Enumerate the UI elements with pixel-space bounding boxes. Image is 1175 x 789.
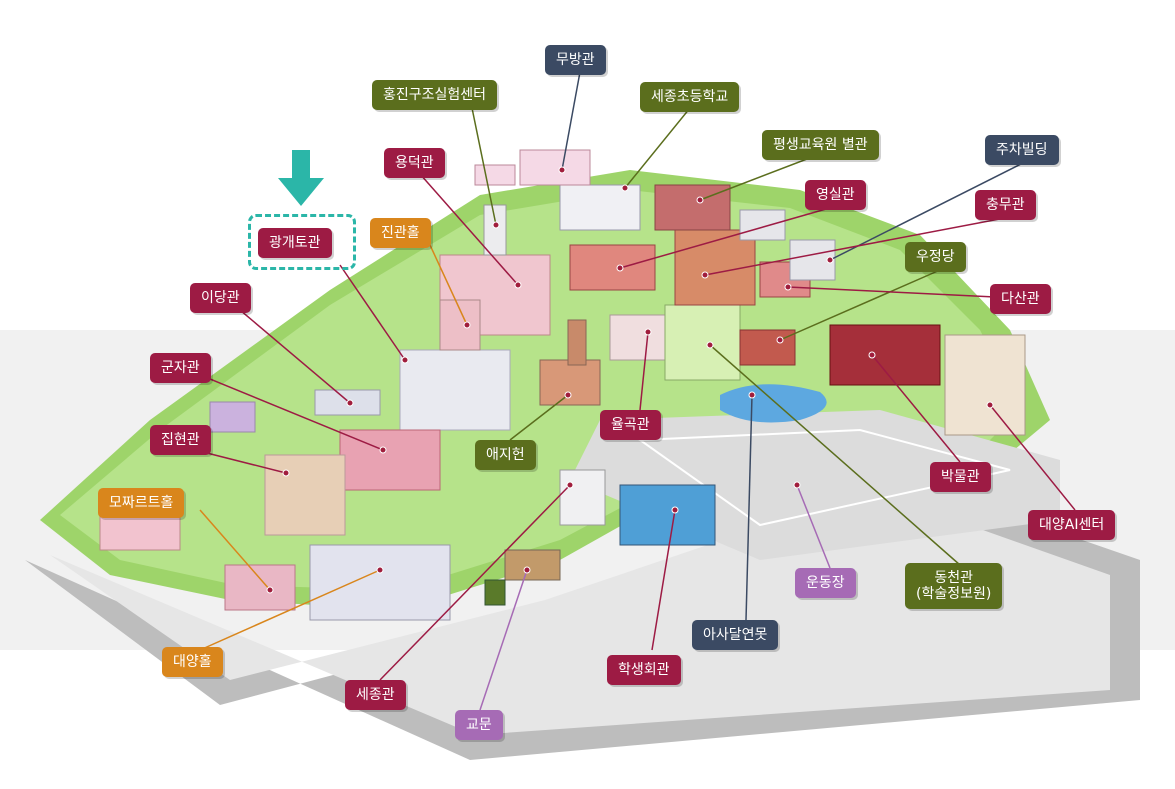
asadal-pond (720, 384, 827, 423)
location-dots (266, 166, 994, 594)
label-dongcheon-line1: 동천관 (934, 570, 973, 586)
label-daeyangai[interactable]: 대양AI센터 (1028, 510, 1116, 540)
connector-lines (194, 71, 1076, 711)
label-haksaeng[interactable]: 학생회관 (607, 655, 681, 685)
road-inner (50, 490, 1110, 735)
buildings (99, 149, 1026, 621)
label-dongcheon[interactable]: 동천관 (학술정보원) (905, 563, 1003, 609)
label-gunja[interactable]: 군자관 (150, 353, 211, 383)
selected-building-highlight (248, 214, 356, 270)
label-undongjang[interactable]: 운동장 (795, 568, 856, 598)
label-asadal[interactable]: 아사달연못 (692, 620, 779, 650)
label-dongcheon-line2: (학술정보원) (916, 586, 992, 602)
label-idang[interactable]: 이당관 (190, 283, 251, 313)
label-hongjingu[interactable]: 홍진구조실험센터 (372, 80, 498, 110)
label-daeyanghol[interactable]: 대양홀 (162, 647, 223, 677)
label-mubang[interactable]: 무방관 (545, 45, 606, 75)
label-jiphyeon[interactable]: 집현관 (150, 425, 211, 455)
label-sejong[interactable]: 세종관 (345, 680, 406, 710)
label-aeji[interactable]: 애지헌 (475, 440, 536, 470)
label-ujeongdang[interactable]: 우정당 (905, 242, 966, 272)
label-gomun[interactable]: 교문 (455, 710, 503, 740)
label-jingwanhol[interactable]: 진관홀 (370, 218, 431, 248)
label-yulgok[interactable]: 율곡관 (600, 410, 661, 440)
label-dasan[interactable]: 다산관 (990, 284, 1051, 314)
field-lines (637, 428, 1011, 527)
label-pyeongsaeng[interactable]: 평생교육원 별관 (762, 130, 879, 160)
label-bakmul[interactable]: 박물관 (930, 462, 991, 492)
label-chungmu[interactable]: 충무관 (975, 190, 1036, 220)
label-sejongcho[interactable]: 세종초등학교 (640, 82, 740, 112)
label-gwanggaeto[interactable]: 광개토관 (258, 228, 332, 258)
label-yeongsil[interactable]: 영실관 (805, 180, 866, 210)
down-arrow-icon (278, 150, 324, 206)
label-yongdeok[interactable]: 용덕관 (384, 148, 445, 178)
label-mozart[interactable]: 모짜르트홀 (98, 488, 185, 518)
label-juchabilding[interactable]: 주차빌딩 (985, 135, 1059, 165)
